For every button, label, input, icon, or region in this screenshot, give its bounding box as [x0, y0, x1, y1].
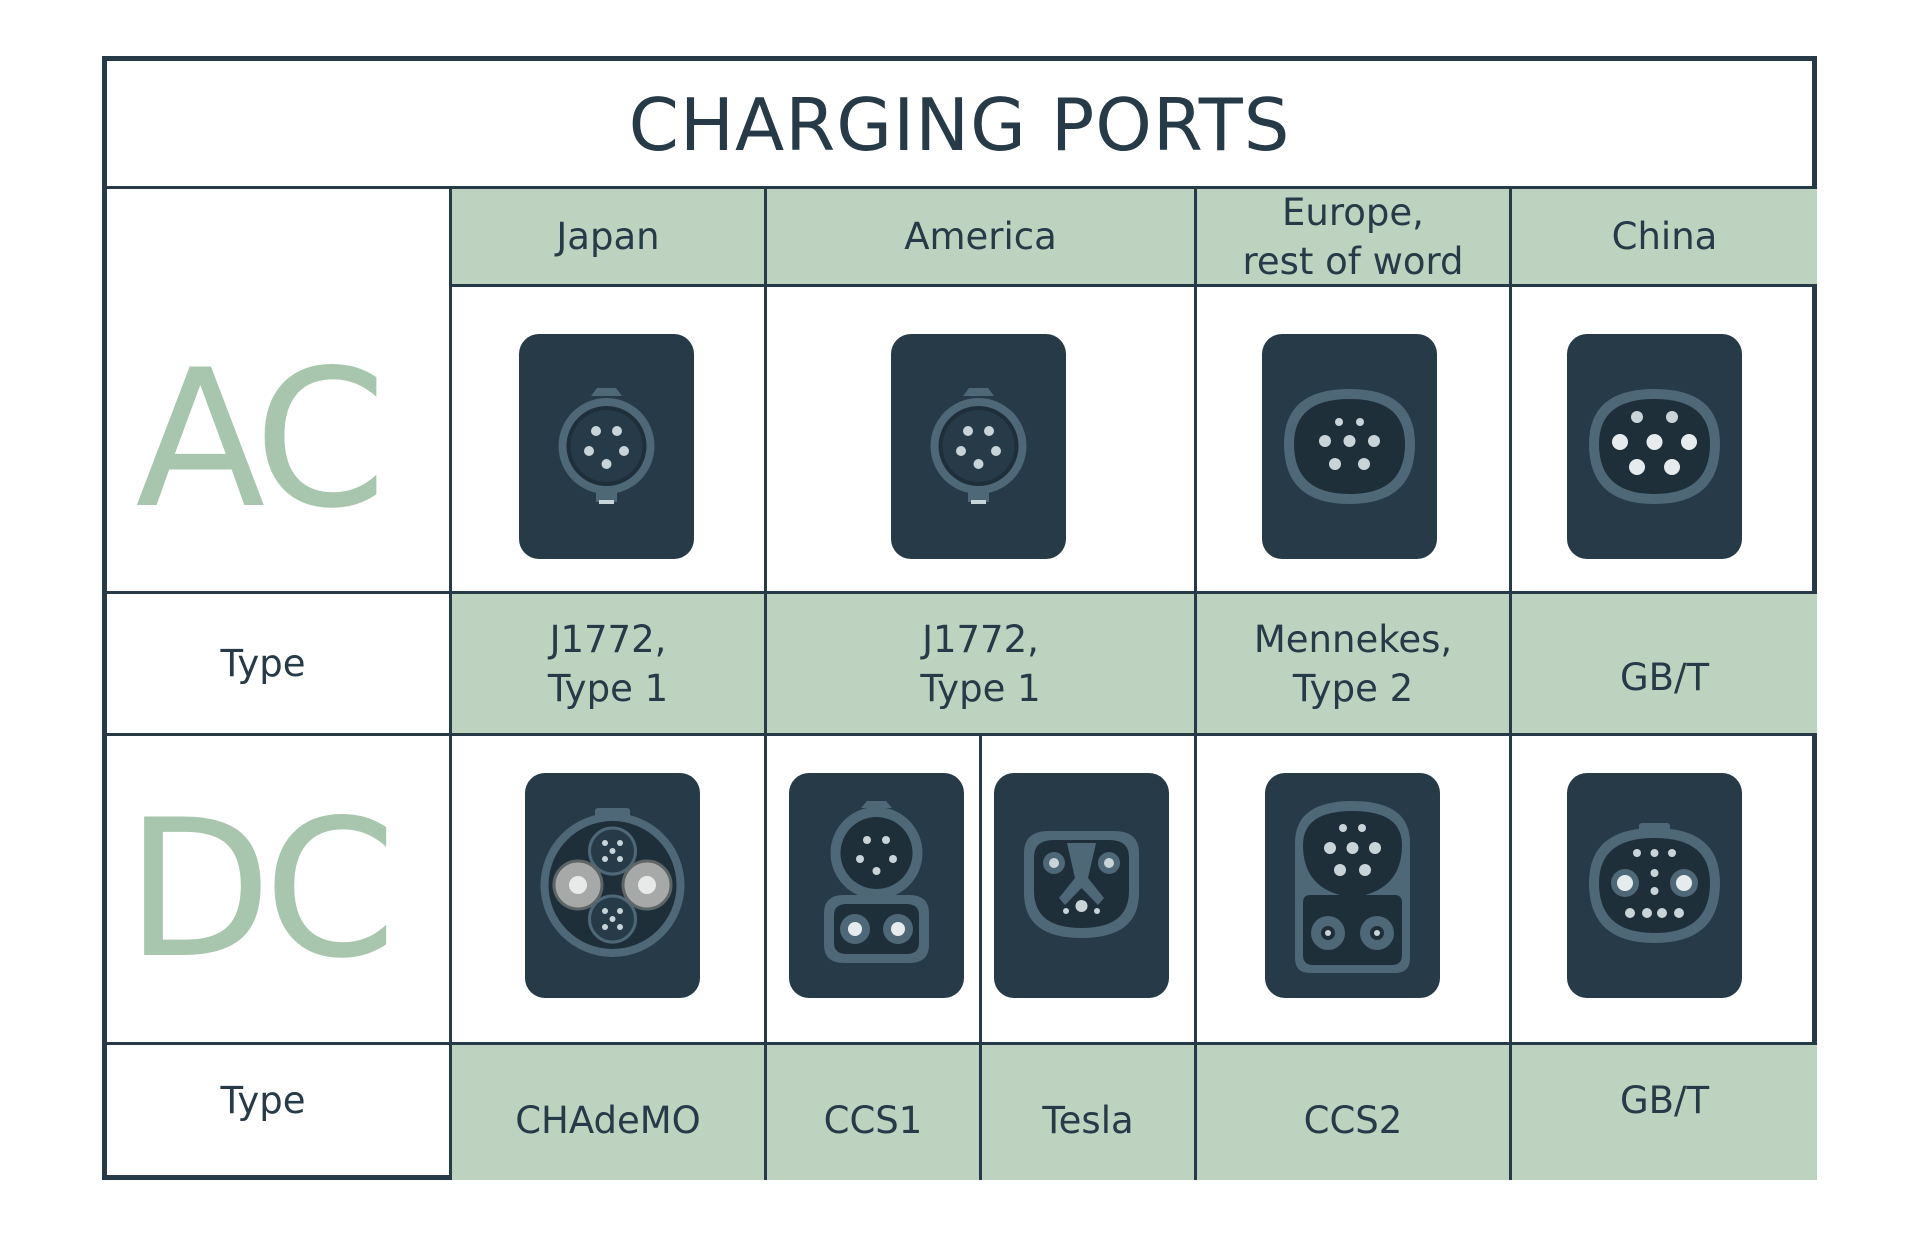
ac-label: AC — [135, 328, 386, 550]
j1772-port-icon — [891, 334, 1066, 559]
page-title: CHARGING PORTS — [628, 82, 1291, 167]
ac-type-china: GB/T — [1619, 656, 1710, 699]
dc-type-tesla: Tesla — [1042, 1099, 1134, 1142]
ac-type-europe: Mennekes, Type 2 — [1253, 617, 1453, 710]
chademo-port-icon — [525, 773, 700, 998]
ac-type-row — [451, 592, 1817, 734]
region-america: America — [904, 215, 1057, 258]
dc-label: DC — [125, 778, 397, 1000]
ac-type-japan: J1772, Type 1 — [547, 617, 669, 710]
tesla-port-icon — [994, 773, 1169, 998]
ccs2-port-icon — [1265, 773, 1440, 998]
mennekes-port-icon — [1262, 334, 1437, 559]
ac-type-label: Type — [220, 642, 306, 685]
dc-type-row — [451, 1044, 1817, 1180]
ccs1-port-icon — [789, 773, 964, 998]
region-header-row — [451, 188, 1817, 285]
dc-type-ccs2: CCS2 — [1303, 1099, 1403, 1142]
dc-type-china: GB/T — [1619, 1078, 1710, 1122]
region-japan: Japan — [556, 215, 660, 258]
dc-type-ccs1: CCS1 — [823, 1099, 923, 1142]
charging-ports-table: CHARGING PORTS Japan America Europe, res… — [102, 56, 1817, 1180]
dc-type-chademo: CHAdeMO — [515, 1099, 701, 1142]
dc-type-label: Type — [220, 1078, 306, 1122]
region-europe: Europe, rest of word — [1242, 190, 1464, 283]
ac-type-america: J1772, Type 1 — [920, 617, 1041, 710]
gbt-dc-port-icon — [1567, 773, 1742, 998]
gbt-ac-port-icon — [1567, 334, 1742, 559]
j1772-port-icon — [519, 334, 694, 559]
region-china: China — [1611, 215, 1718, 258]
